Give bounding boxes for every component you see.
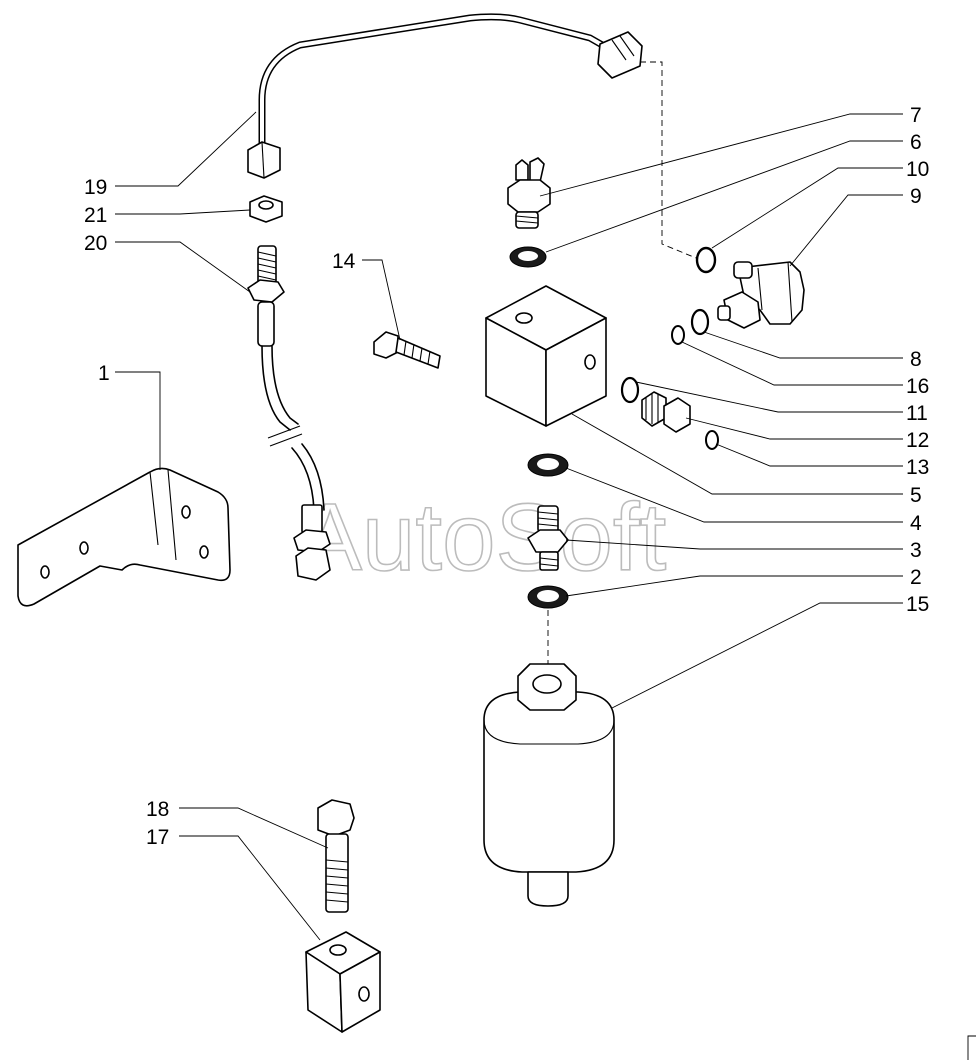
callout-20: 20 — [84, 232, 107, 255]
part-20-fitting-hose — [247, 245, 331, 581]
part-8-oring — [690, 308, 710, 336]
part-16-nipple — [717, 291, 761, 329]
callout-14: 14 — [332, 250, 356, 273]
part-5-block — [485, 285, 607, 427]
part-4-washer — [527, 453, 569, 477]
callout-15: 15 — [906, 593, 929, 616]
part-12-connector — [641, 391, 691, 433]
callout-18: 18 — [146, 798, 169, 821]
part-9-elbow — [733, 261, 805, 325]
part-2-washer — [527, 585, 569, 609]
part-13-oring — [705, 430, 719, 450]
callout-19: 19 — [84, 176, 107, 199]
callout-6: 6 — [910, 131, 922, 154]
part-1-bracket — [17, 467, 231, 607]
callout-13: 13 — [906, 456, 929, 479]
part-10-oring — [695, 246, 717, 274]
callout-8: 8 — [910, 348, 922, 371]
callout-5: 5 — [910, 484, 922, 507]
callout-2: 2 — [910, 566, 922, 589]
part-19-pipe — [247, 13, 643, 179]
callout-9: 9 — [910, 185, 922, 208]
callout-1: 1 — [98, 362, 110, 385]
leader-lines — [115, 111, 903, 941]
callout-11: 11 — [906, 402, 928, 425]
part-16-oring — [671, 325, 685, 345]
callout-7: 7 — [910, 104, 922, 127]
callout-21: 21 — [84, 204, 107, 227]
part-15-filter — [483, 663, 615, 907]
callout-3: 3 — [910, 539, 922, 562]
part-14-screw — [373, 331, 441, 369]
callout-10: 10 — [906, 158, 929, 181]
watermark-text: AutoSoft — [298, 484, 666, 591]
part-17-block — [305, 931, 381, 1033]
callout-12: 12 — [906, 429, 929, 452]
callout-labels: 19 21 20 1 14 7 6 10 9 8 16 11 12 13 5 4… — [84, 104, 929, 849]
part-7-sensor — [507, 157, 551, 229]
part-18-bolt — [317, 799, 355, 913]
centerlines — [547, 61, 697, 664]
part-21-nut — [249, 195, 283, 223]
part-6-washer — [509, 246, 547, 268]
part-11-oring — [620, 376, 640, 404]
callout-16: 16 — [906, 375, 929, 398]
callout-4: 4 — [910, 512, 922, 535]
callout-17: 17 — [146, 826, 169, 849]
corner-mark — [967, 1035, 976, 1060]
